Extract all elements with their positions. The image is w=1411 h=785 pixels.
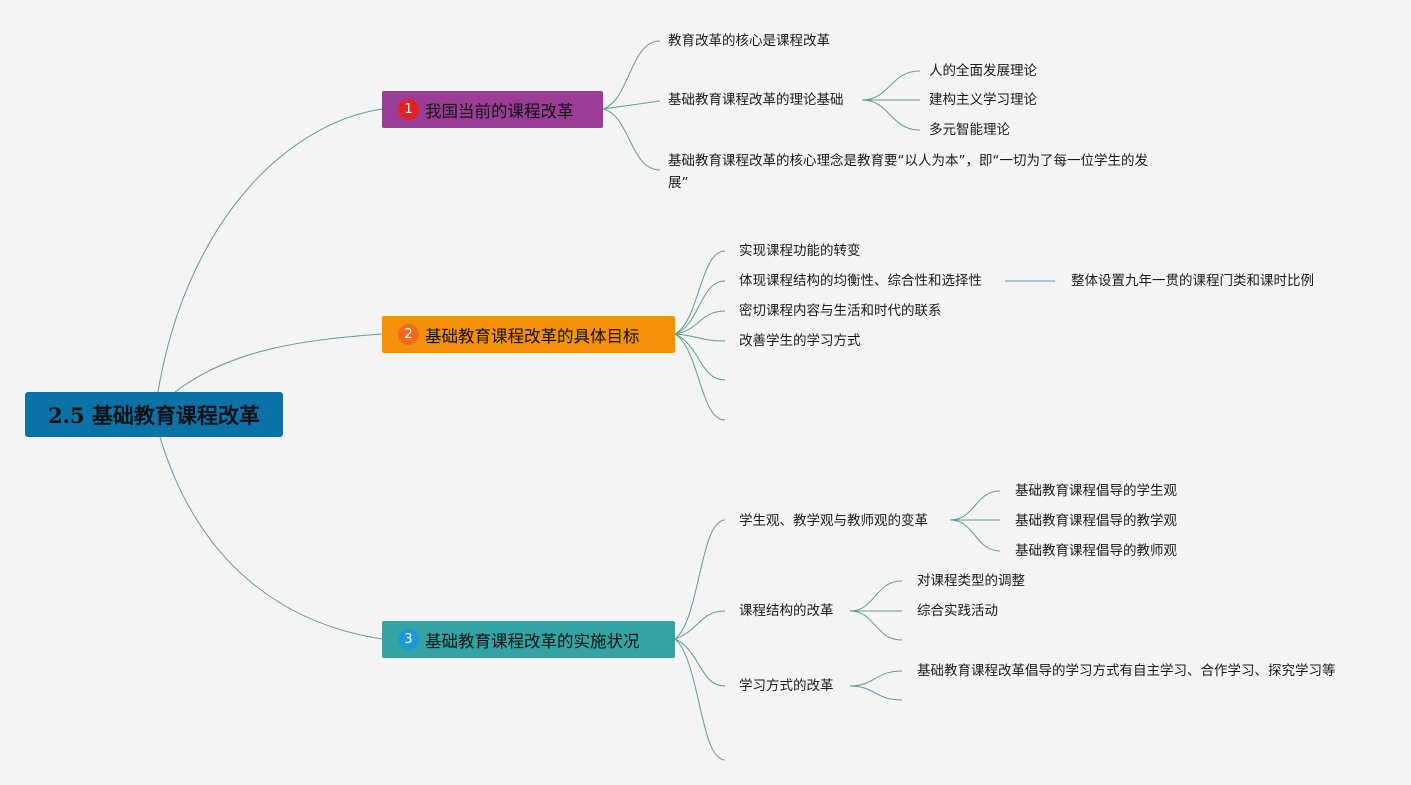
- branch-topic-1[interactable]: 1 我国当前的课程改革: [382, 91, 603, 128]
- edge-b3-c3: [674, 638, 726, 687]
- edge-b3c3-g2: [849, 685, 903, 701]
- leaf-topic[interactable]: 基础教育课程倡导的教师观: [1015, 543, 1177, 559]
- edge-b3c1-g3: [949, 519, 1001, 552]
- branch-label: 我国当前的课程改革: [425, 101, 574, 121]
- branch-topic-2[interactable]: 2 基础教育课程改革的具体目标: [382, 316, 675, 353]
- edge-b3c2-g1: [849, 580, 903, 612]
- leaf-topic[interactable]: 基础教育课程改革倡导的学习方式有自主学习、合作学习、探究学习等: [917, 663, 1336, 679]
- edge-b2-c3: [674, 310, 726, 335]
- subtopic[interactable]: 基础教育课程改革的核心理念是教育要“以人为本”，即“一切为了每一位学生的发展”: [668, 153, 1148, 191]
- edge-b2-c1: [674, 250, 726, 335]
- edge-b1-c3: [602, 108, 661, 171]
- edge-b1c2-g3: [861, 99, 921, 131]
- leaf-topic[interactable]: 基础教育课程倡导的学生观: [1015, 483, 1177, 499]
- edge-b3c2-g3: [849, 610, 903, 641]
- edge-b3c3-g1: [849, 670, 903, 687]
- edge-b2-c6: [674, 333, 726, 421]
- leaf-topic[interactable]: 对课程类型的调整: [917, 573, 1025, 589]
- branch-label: 基础教育课程改革的具体目标: [425, 326, 640, 346]
- number-badge-icon: 3: [398, 629, 419, 650]
- leaf-topic[interactable]: 建构主义学习理论: [929, 92, 1037, 108]
- leaf-topic[interactable]: 整体设置九年一贯的课程门类和课时比例: [1071, 273, 1314, 289]
- edge-b1c2-g1: [861, 70, 921, 101]
- branch-topic-3[interactable]: 3 基础教育课程改革的实施状况: [382, 621, 675, 658]
- number-badge-icon: 2: [398, 324, 419, 345]
- edge-b3-c4: [674, 638, 726, 761]
- edge-root-branch1: [157, 108, 383, 393]
- edge-b3-c2: [674, 610, 726, 640]
- leaf-topic[interactable]: 多元智能理论: [929, 122, 1010, 138]
- subtopic[interactable]: 课程结构的改革: [739, 603, 834, 619]
- edge-b2-c5: [674, 333, 726, 381]
- subtopic[interactable]: 实现课程功能的转变: [739, 243, 861, 259]
- subtopic[interactable]: 体现课程结构的均衡性、综合性和选择性: [739, 273, 982, 289]
- root-topic[interactable]: 2.5 基础教育课程改革: [25, 392, 283, 437]
- edge-b3-c1: [674, 519, 726, 640]
- subtopic[interactable]: 改善学生的学习方式: [739, 333, 861, 349]
- edge-b2-c4: [674, 333, 726, 342]
- subtopic[interactable]: 教育改革的核心是课程改革: [668, 33, 830, 49]
- subtopic[interactable]: 学生观、教学观与教师观的变革: [739, 513, 928, 529]
- leaf-topic[interactable]: 综合实践活动: [917, 603, 998, 619]
- edge-root-branch3: [159, 436, 383, 640]
- edge-b3c1-g1: [949, 490, 1001, 521]
- edge-root-branch2: [174, 333, 383, 393]
- subtopic[interactable]: 基础教育课程改革的理论基础: [668, 92, 844, 108]
- subtopic[interactable]: 密切课程内容与生活和时代的联系: [739, 303, 942, 319]
- leaf-topic[interactable]: 基础教育课程倡导的教学观: [1015, 513, 1177, 529]
- number-badge-icon: 1: [398, 99, 419, 120]
- subtopic[interactable]: 学习方式的改革: [739, 678, 834, 694]
- edge-b1-c2: [602, 100, 661, 110]
- leaf-topic[interactable]: 人的全面发展理论: [929, 63, 1037, 79]
- edge-b2-c2: [674, 280, 726, 335]
- edge-b1-c1: [602, 40, 661, 110]
- branch-label: 基础教育课程改革的实施状况: [425, 631, 640, 651]
